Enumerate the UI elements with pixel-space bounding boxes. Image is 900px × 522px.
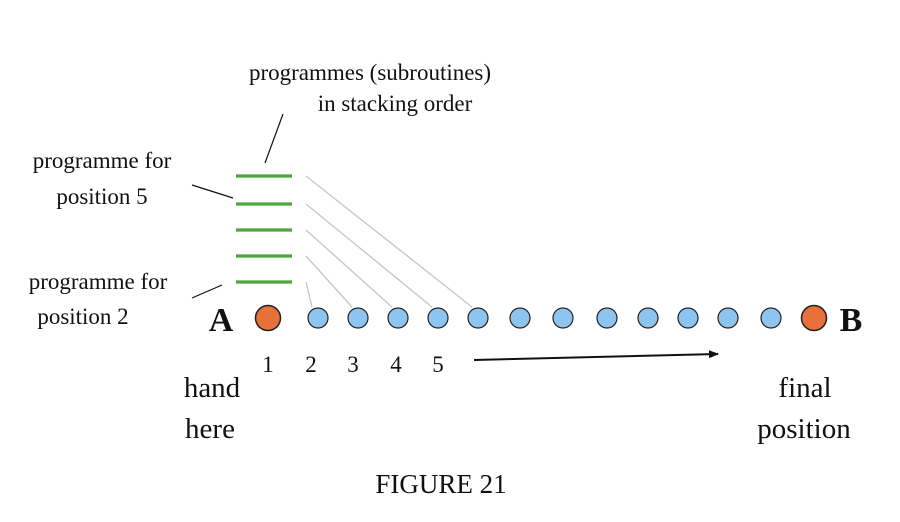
- position-dot-7: [509, 307, 531, 329]
- top-label-line1: programmes (subroutines): [249, 60, 491, 85]
- point-b-label: B: [840, 302, 863, 339]
- figure-caption: FIGURE 21: [375, 469, 506, 499]
- position-number-1: 1: [262, 352, 274, 377]
- top-label-pointer: [264, 113, 284, 164]
- prog2-label-line1: programme for: [29, 269, 168, 294]
- connector-line-3: [305, 255, 353, 308]
- position-dot-5: [427, 307, 449, 329]
- position-number-5: 5: [432, 352, 444, 377]
- hand-label-line1: hand: [184, 372, 241, 404]
- prog2-label-line2: position 2: [37, 304, 128, 329]
- position-number-2: 2: [305, 352, 317, 377]
- position-dot-9: [596, 307, 618, 329]
- connector-line-5: [305, 203, 433, 308]
- position-numbers: 1 2 3 4 5: [262, 352, 444, 377]
- prog5-label-line1: programme for: [33, 148, 172, 173]
- programme-stack: [236, 174, 292, 284]
- prog5-label-pointer: [191, 184, 234, 199]
- position-dot-13: [760, 307, 782, 329]
- connector-line-4: [305, 229, 393, 308]
- point-a-label: A: [209, 302, 234, 339]
- start-endpoint-dot: [254, 304, 282, 332]
- connector-line-2: [305, 281, 313, 308]
- end-endpoint-dot: [800, 304, 828, 332]
- position-dots: [307, 307, 782, 329]
- position-dot-10: [637, 307, 659, 329]
- top-label-line2: in stacking order: [318, 91, 473, 116]
- position-number-3: 3: [347, 352, 359, 377]
- prog5-label-line2: position 5: [56, 184, 147, 209]
- connector-line-6: [305, 175, 473, 308]
- final-label-line2: position: [757, 413, 851, 445]
- prog2-label-pointer: [191, 284, 223, 299]
- hand-label-line2: here: [185, 413, 235, 445]
- position-dot-11: [677, 307, 699, 329]
- connector-lines: [305, 175, 473, 308]
- position-dot-12: [717, 307, 739, 329]
- position-dot-2: [307, 307, 329, 329]
- position-number-4: 4: [390, 352, 402, 377]
- position-dot-3: [347, 307, 369, 329]
- final-label-line1: final: [778, 372, 831, 404]
- position-dot-6: [467, 307, 489, 329]
- position-dot-4: [387, 307, 409, 329]
- position-dot-8: [552, 307, 574, 329]
- direction-arrow: [473, 350, 719, 361]
